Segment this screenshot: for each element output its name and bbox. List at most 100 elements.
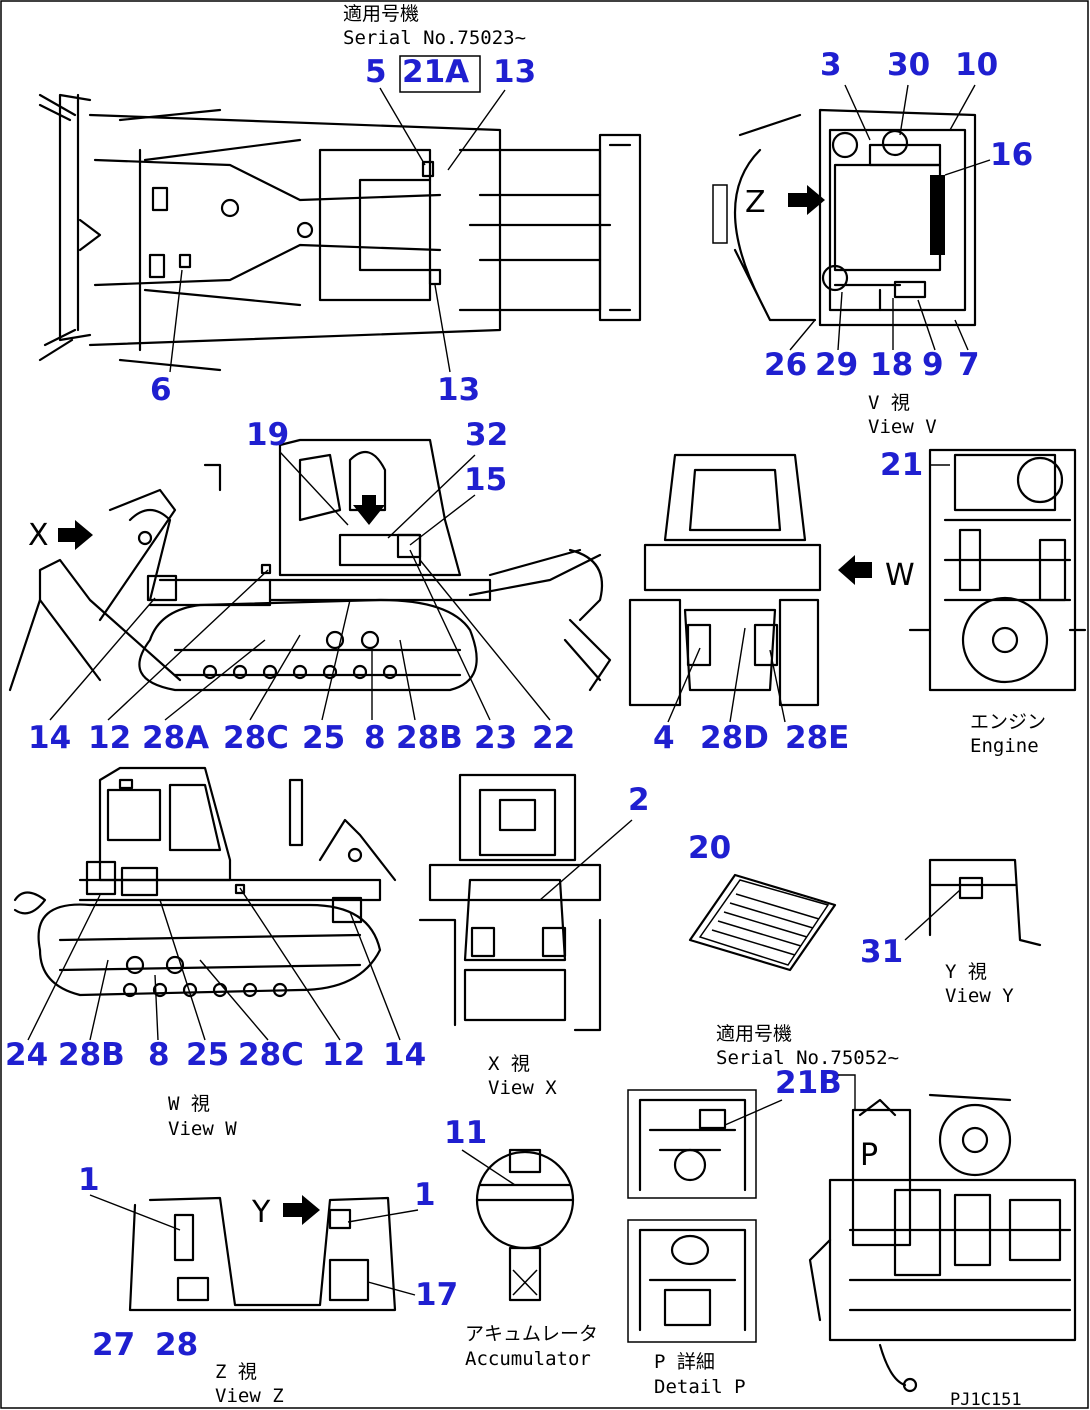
callout-29: 29 xyxy=(815,347,858,383)
callout-25-w: 25 xyxy=(186,1037,229,1073)
serial-note-top: 適用号機 Serial No.75023~ xyxy=(343,3,526,49)
callout-16: 16 xyxy=(990,137,1033,173)
serial-bottom-en: Serial No.75052~ xyxy=(716,1047,899,1069)
view-z-leaders xyxy=(89,1194,419,1296)
callout-19: 19 xyxy=(246,417,289,453)
callout-1-right: 1 xyxy=(414,1177,436,1213)
callout-13-top: 13 xyxy=(493,54,536,90)
drawing-code: PJ1C151 xyxy=(950,1390,1022,1410)
view-y-leader xyxy=(904,889,961,941)
top-view-leaders xyxy=(169,87,506,373)
callout-28B-w: 28B xyxy=(58,1037,125,1073)
callout-8-side: 8 xyxy=(364,720,386,756)
view-v-drawing xyxy=(712,108,977,327)
dozer-side-view xyxy=(8,438,612,692)
accumulator-drawing xyxy=(475,1148,575,1302)
manual-booklet xyxy=(688,873,837,972)
serial-top-en: Serial No.75023~ xyxy=(343,27,526,49)
view-letter-z: Z xyxy=(745,185,766,220)
view-letter-p: P xyxy=(860,1138,878,1173)
callout-28C-side: 28C xyxy=(223,720,289,756)
callout-25-side: 25 xyxy=(302,720,345,756)
callout-20: 20 xyxy=(688,830,731,866)
view-v-jp: V 視 xyxy=(868,392,910,414)
accumulator-jp: アキュムレータ xyxy=(465,1323,598,1345)
side-view-leaders xyxy=(49,451,551,721)
callout-11: 11 xyxy=(444,1115,487,1151)
callout-28E: 28E xyxy=(785,720,849,756)
callout-21A-box xyxy=(399,55,481,93)
view-letter-w: W xyxy=(885,558,915,593)
callout-8-w: 8 xyxy=(148,1037,170,1073)
view-letter-x: X xyxy=(28,518,49,553)
callout-32: 32 xyxy=(465,417,508,453)
callout-28A: 28A xyxy=(142,720,209,756)
callout-23: 23 xyxy=(474,720,517,756)
callout-5: 5 xyxy=(365,54,387,90)
callout-6: 6 xyxy=(150,372,172,408)
view-z-drawing xyxy=(128,1195,397,1312)
dozer-view-w xyxy=(13,766,397,998)
callout-21A: 21A xyxy=(402,54,469,90)
view-v-leaders xyxy=(789,84,991,351)
callout-7: 7 xyxy=(958,347,980,383)
engine-en: Engine xyxy=(970,735,1039,757)
callout-28B-side: 28B xyxy=(396,720,463,756)
detail-p-drawing xyxy=(627,1089,757,1343)
rear-view-w xyxy=(628,453,872,707)
view-w-jp: W 視 xyxy=(168,1093,210,1115)
callout-31: 31 xyxy=(860,934,903,970)
callout-27: 27 xyxy=(92,1327,135,1363)
view-letter-y: Y xyxy=(251,1195,271,1230)
view-w-en: View W xyxy=(168,1118,237,1140)
callout-30: 30 xyxy=(887,47,930,83)
callout-22: 22 xyxy=(532,720,575,756)
callout-3: 3 xyxy=(820,47,842,83)
view-z-jp: Z 視 xyxy=(215,1361,257,1383)
view-x-leader xyxy=(539,819,633,901)
serial-top-jp: 適用号機 xyxy=(343,3,419,25)
callout-21: 21 xyxy=(880,447,923,483)
engine-jp: エンジン xyxy=(970,711,1046,733)
detail-p-jp: P 詳細 xyxy=(654,1351,715,1373)
rear-view-leaders xyxy=(667,627,786,723)
dozer-top-view xyxy=(38,93,642,372)
callout-15: 15 xyxy=(464,462,507,498)
callout-4: 4 xyxy=(653,720,675,756)
view-y-drawing xyxy=(928,858,1042,947)
detail-p-en: Detail P xyxy=(654,1376,746,1398)
serial-bottom-jp: 適用号機 xyxy=(716,1023,792,1045)
engine-lower-drawing xyxy=(808,1093,1077,1393)
callout-12-side: 12 xyxy=(88,720,131,756)
callout-26: 26 xyxy=(764,347,807,383)
view-x-en: View X xyxy=(488,1077,557,1099)
serial-note-bottom: 適用号機 Serial No.75052~ xyxy=(716,1023,899,1069)
callout-14-side: 14 xyxy=(28,720,71,756)
callout-17: 17 xyxy=(415,1277,458,1313)
callout-12-w: 12 xyxy=(322,1037,365,1073)
callout-2: 2 xyxy=(628,782,650,818)
callout-9: 9 xyxy=(922,347,944,383)
callout-28C-w: 28C xyxy=(238,1037,304,1073)
callout-28D: 28D xyxy=(700,720,769,756)
view-x-jp: X 視 xyxy=(488,1053,530,1075)
front-view-x xyxy=(418,773,602,1032)
callout-1-left: 1 xyxy=(78,1162,100,1198)
accumulator-leader xyxy=(461,1149,516,1186)
accumulator-en: Accumulator xyxy=(465,1348,591,1370)
callout-18: 18 xyxy=(870,347,913,383)
callout-21B: 21B xyxy=(775,1065,842,1101)
view-z-en: View Z xyxy=(215,1385,284,1407)
engine-drawing xyxy=(908,448,1087,692)
view-y-en: View Y xyxy=(945,985,1014,1007)
view-w-leaders xyxy=(27,887,401,1041)
callout-24: 24 xyxy=(5,1037,48,1073)
view-y-jp: Y 視 xyxy=(945,961,987,983)
detail-p-leaders xyxy=(724,1074,856,1126)
callout-14-w: 14 xyxy=(383,1037,426,1073)
callout-13-bottom: 13 xyxy=(437,372,480,408)
callout-28: 28 xyxy=(155,1327,198,1363)
view-v-en: View V xyxy=(868,416,937,438)
